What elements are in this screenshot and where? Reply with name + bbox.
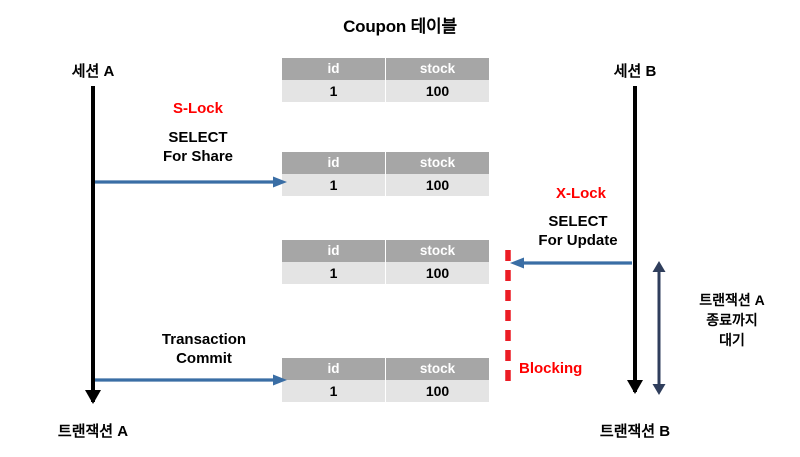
cell-id: 1: [282, 380, 386, 402]
s-lock-statement: SELECT For Share: [118, 128, 278, 166]
table-row: 1 100: [282, 380, 489, 402]
cell-id: 1: [282, 262, 386, 284]
session-a-lifeline-arrowhead: [85, 390, 101, 404]
s-lock-statement-line2: For Share: [162, 148, 234, 165]
table-after-s-lock: id stock 1 100: [282, 152, 489, 196]
cell-id: 1: [282, 80, 386, 102]
x-lock-statement-line2: For Update: [538, 232, 618, 249]
cell-stock: 100: [385, 80, 489, 102]
table-after-x-lock-request: id stock 1 100: [282, 240, 489, 284]
table-header-row: id stock: [282, 358, 489, 380]
column-header-id: id: [282, 240, 386, 262]
page-title: Coupon 테이블: [343, 17, 457, 36]
transaction-b-label: 트랜잭션 B: [599, 423, 671, 440]
column-header-stock: stock: [385, 358, 489, 380]
cell-stock: 100: [385, 380, 489, 402]
column-header-id: id: [282, 358, 386, 380]
table-row: 1 100: [282, 262, 489, 284]
column-header-stock: stock: [385, 240, 489, 262]
transaction-a-label: 트랜잭션 A: [57, 423, 129, 440]
session-b-label: 세션 B: [613, 63, 657, 80]
wait-label-line2: 종료까지: [706, 312, 758, 328]
table-header-row: id stock: [282, 240, 489, 262]
table-row: 1 100: [282, 174, 489, 196]
blocking-label: Blocking: [519, 360, 583, 377]
column-header-stock: stock: [385, 152, 489, 174]
session-b-lifeline-arrowhead: [627, 380, 643, 394]
blocking-dashed-line: [503, 250, 513, 390]
table-after-commit: id stock 1 100: [282, 358, 489, 402]
wait-label-line1: 트랜잭션 A: [699, 292, 765, 308]
x-lock-label: X-Lock: [555, 185, 606, 202]
commit-statement-line2: Commit: [176, 350, 232, 367]
cell-stock: 100: [385, 262, 489, 284]
cell-stock: 100: [385, 174, 489, 196]
table-initial: id stock 1 100: [282, 58, 489, 102]
session-a-lifeline: [91, 86, 95, 402]
session-a-label: 세션 A: [71, 63, 115, 80]
s-lock-arrow: [95, 175, 287, 189]
table-header-row: id stock: [282, 152, 489, 174]
cell-id: 1: [282, 174, 386, 196]
s-lock-label: S-Lock: [172, 100, 223, 117]
table-row: 1 100: [282, 80, 489, 102]
commit-arrow: [95, 373, 287, 387]
wait-label-line3: 대기: [719, 332, 745, 348]
x-lock-statement-line1: SELECT: [548, 213, 608, 230]
x-lock-arrow: [510, 256, 632, 270]
table-header-row: id stock: [282, 58, 489, 80]
session-b-lifeline: [633, 86, 637, 392]
wait-span-double-arrow: [650, 261, 668, 395]
x-lock-statement: SELECT For Update: [519, 212, 637, 250]
s-lock-statement-line1: SELECT: [168, 129, 228, 146]
commit-statement-line1: Transaction: [161, 331, 247, 348]
column-header-id: id: [282, 152, 386, 174]
column-header-stock: stock: [385, 58, 489, 80]
column-header-id: id: [282, 58, 386, 80]
